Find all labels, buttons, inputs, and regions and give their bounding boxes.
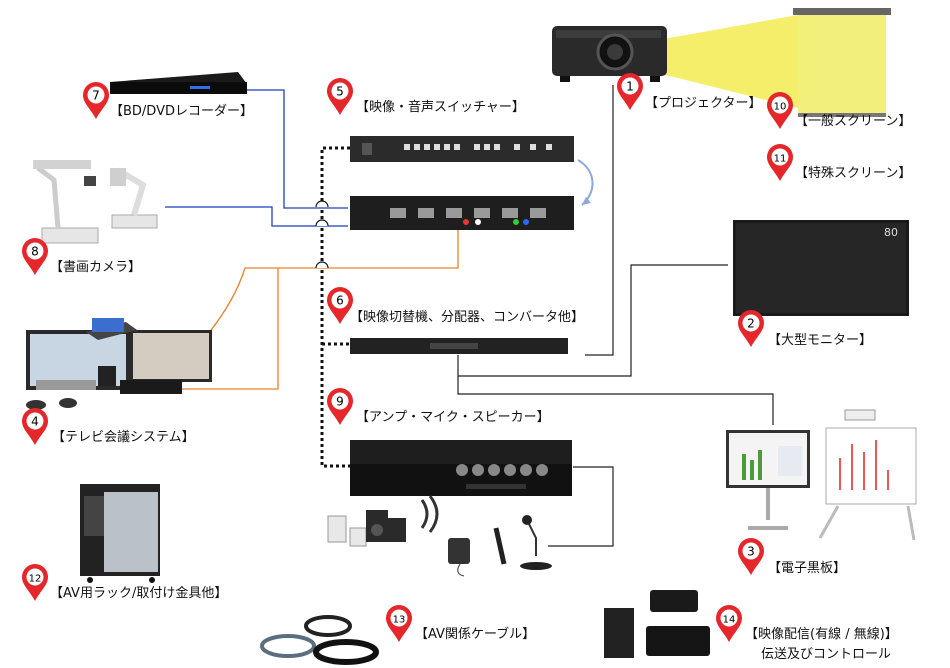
pin-marker-number: 9 [336, 395, 344, 409]
pin-marker-8: 8 [22, 238, 48, 275]
orange-connection-lines [170, 230, 459, 390]
pin-marker-center [720, 609, 738, 627]
label-video-distribution-line2: 伝送及びコントロール [761, 647, 892, 662]
pin-marker-4: 4 [22, 408, 48, 445]
pin-marker-center [26, 242, 44, 260]
pin-marker-3: 3 [738, 538, 764, 575]
label-av-rack: 【AV用ラック/取付け金具他】 [50, 586, 228, 601]
electronic-whiteboard-image [726, 409, 917, 541]
label-general-screen: 【一般スクリーン】 [795, 114, 912, 129]
pin-marker-1: 1 [617, 73, 643, 110]
pin-marker-center [771, 96, 789, 114]
label-tv-conference: 【テレビ会議システム】 [52, 430, 195, 445]
pin-marker-center [331, 291, 349, 309]
label-av-switcher: 【映像・音声スイッチャー】 [356, 100, 525, 115]
speakers-and-mics-image [327, 495, 552, 577]
pin-marker-center [26, 568, 44, 586]
pin-marker-5: 5 [327, 78, 353, 115]
pin-marker-number: 11 [774, 154, 787, 165]
label-electronic-whiteboard: 【電子黒板】 [768, 561, 847, 576]
pin-marker-number: 12 [29, 574, 42, 585]
projection-beam [630, 15, 798, 108]
label-document-camera: 【書画カメラ】 [50, 260, 142, 275]
pin-marker-number: 2 [747, 317, 755, 331]
pin-marker-11: 11 [767, 144, 793, 181]
pin-marker-center [771, 148, 789, 166]
pin-marker-number: 8 [31, 245, 39, 259]
pin-marker-number: 6 [336, 294, 344, 308]
pin-marker-12: 12 [22, 564, 48, 601]
label-amp-mic-speaker: 【アンプ・マイク・スピーカー】 [356, 410, 550, 425]
pin-marker-14: 14 [716, 605, 742, 642]
black-connection-lines [457, 85, 774, 547]
pin-marker-number: 1 [626, 80, 634, 94]
label-large-monitor: 【大型モニター】 [768, 333, 873, 348]
pin-marker-number: 4 [31, 415, 39, 429]
label-av-cables: 【AV関係ケーブル】 [415, 627, 536, 642]
pin-marker-center [742, 314, 760, 332]
monitor-size-badge: 80 [884, 226, 898, 239]
link-arrow-icon [577, 159, 594, 206]
pin-marker-center [390, 609, 408, 627]
bd-recorder-image [110, 72, 247, 94]
pin-marker-7: 7 [83, 82, 109, 119]
pin-marker-center [331, 392, 349, 410]
projector-image [552, 26, 667, 82]
label-video-distributor: 【映像切替機、分配器、コンバータ他】 [350, 310, 585, 325]
label-bd-dvd-recorder: 【BD/DVDレコーダー】 [110, 104, 253, 119]
distributor-image [350, 338, 568, 354]
pin-marker-center [742, 542, 760, 560]
pin-marker-10: 10 [767, 92, 793, 129]
label-special-screen: 【特殊スクリーン】 [795, 166, 912, 181]
pin-marker-13: 13 [386, 605, 412, 642]
pin-marker-number: 13 [393, 615, 406, 626]
pin-marker-number: 10 [774, 102, 787, 113]
label-video-distribution: 【映像配信(有線 / 無線)】 [745, 627, 898, 642]
pin-marker-center [331, 82, 349, 100]
pin-marker-2: 2 [738, 310, 764, 347]
pin-marker-number: 5 [336, 85, 344, 99]
line-crossover-hops [315, 200, 329, 269]
pin-marker-9: 9 [327, 388, 353, 425]
pin-marker-6: 6 [327, 287, 353, 324]
pin-marker-number: 7 [92, 89, 100, 103]
amplifier-image [350, 440, 572, 496]
pin-marker-center [26, 412, 44, 430]
video-transmitter-image [604, 590, 710, 658]
dotted-connection-lines [320, 146, 350, 468]
av-rack-image [80, 484, 160, 583]
pin-marker-number: 3 [747, 545, 755, 559]
label-projector: 【プロジェクター】 [645, 96, 762, 111]
pin-marker-center [87, 86, 105, 104]
document-camera-image [33, 160, 158, 244]
av-cables-image [260, 615, 379, 665]
blue-connection-lines [165, 89, 348, 227]
pin-marker-center [621, 77, 639, 95]
switcher-front-image [350, 136, 574, 162]
large-monitor-image [733, 220, 909, 316]
link-arrowhead-icon [582, 197, 591, 205]
switcher-rear-image [350, 196, 574, 230]
projection-screen-image [793, 8, 891, 117]
tv-conference-image [26, 318, 212, 410]
pin-marker-number: 14 [723, 615, 736, 626]
